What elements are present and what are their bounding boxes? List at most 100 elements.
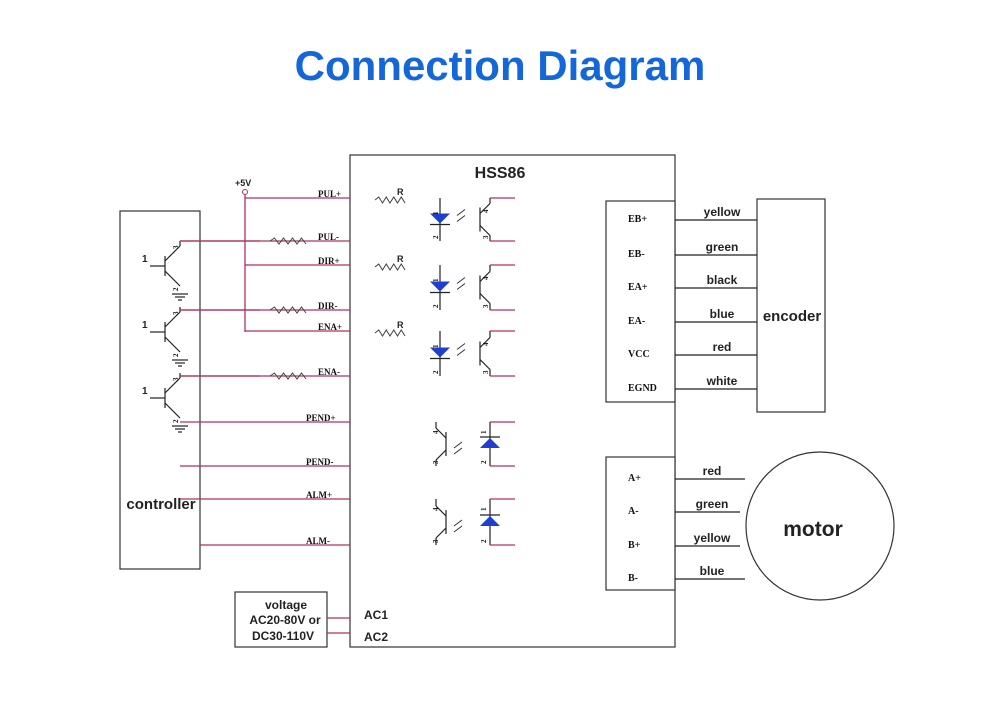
resistor-plus-0 xyxy=(374,196,406,204)
opto-out-pin4-1: 4 xyxy=(432,507,440,511)
pin-label-pulminus: PUL- xyxy=(318,232,339,242)
transistor-collector-2 xyxy=(164,377,181,394)
motor-pin-0: A+ xyxy=(628,473,641,484)
power-line-1: voltage xyxy=(265,598,307,612)
transistor-collector-0 xyxy=(164,245,181,262)
supply-terminal xyxy=(242,189,248,195)
opto-out-pin1-0: 1 xyxy=(480,430,488,434)
resistor-plus-1 xyxy=(374,263,406,271)
opto-in-pin3-2: 3 xyxy=(482,370,490,374)
transistor-input-0: 1 xyxy=(142,254,148,265)
opto-out-pin2-0: 2 xyxy=(480,460,488,464)
encoder-wire-color-2: black xyxy=(707,273,738,287)
transistor-pin-e-1: 2 xyxy=(172,353,180,357)
opto-in-pin2-0: 2 xyxy=(432,235,440,239)
opto-in-photo-e-0 xyxy=(479,225,491,236)
opto-in-pin1-2: 1 xyxy=(432,344,440,348)
transistor-emitter-1 xyxy=(164,336,181,353)
resistor-label-1: R xyxy=(397,254,404,264)
opto-in-led-0 xyxy=(430,213,450,224)
motor-pin-block xyxy=(605,456,676,591)
opto-in-led-2 xyxy=(430,347,450,358)
pin-label-pulplus: PUL+ xyxy=(318,189,341,199)
controller-box xyxy=(119,210,201,570)
motor-wire-color-2: yellow xyxy=(694,531,731,545)
encoder-pin-4: VCC xyxy=(628,349,650,360)
transistor-emitter-0 xyxy=(164,270,181,287)
transistor-emitter-2 xyxy=(164,402,181,419)
transistor-pin-e-2: 2 xyxy=(172,419,180,423)
transistor-pin-c-1: 3 xyxy=(172,311,180,315)
transistor-input-1: 1 xyxy=(142,320,148,331)
encoder-pin-5: EGND xyxy=(628,383,657,394)
opto-out-pin1-1: 1 xyxy=(480,507,488,511)
encoder-pin-3: EA- xyxy=(628,316,645,327)
motor-wire-color-1: green xyxy=(696,497,729,511)
opto-in-photo-e-2 xyxy=(479,359,491,370)
motor-wire-color-3: blue xyxy=(700,564,725,578)
opto-out-pin4-0: 4 xyxy=(432,430,440,434)
motor-pin-2: B+ xyxy=(628,540,641,551)
opto-out-arrows-1 xyxy=(453,519,463,533)
resistor-minus-1 xyxy=(269,306,307,314)
opto-out-arrows-0 xyxy=(453,441,463,455)
encoder-pin-block xyxy=(605,200,676,403)
encoder-pin-2: EA+ xyxy=(628,282,648,293)
encoder-wire-color-1: green xyxy=(706,240,739,254)
resistor-minus-2 xyxy=(269,372,307,380)
opto-out-photo-c-1 xyxy=(435,505,447,517)
power-line-2: AC20-80V or xyxy=(249,613,321,627)
resistor-plus-2 xyxy=(374,329,406,337)
encoder-pin-0: EB+ xyxy=(628,214,647,225)
motor-pin-1: A- xyxy=(628,506,639,517)
transistor-pin-c-2: 3 xyxy=(172,377,180,381)
transistor-pin-e-0: 2 xyxy=(172,287,180,291)
opto-in-photo-c-2 xyxy=(479,337,491,348)
opto-in-arrows-1 xyxy=(456,277,466,290)
opto-out-photo-c-0 xyxy=(435,427,447,439)
pin-label-almminus: ALM- xyxy=(306,536,330,546)
opto-in-pin4-0: 4 xyxy=(482,209,490,213)
opto-out-pin2-1: 2 xyxy=(480,539,488,543)
power-line-3: DC30-110V xyxy=(252,629,314,643)
controller-label: controller xyxy=(126,496,195,513)
terminal-ac2: AC2 xyxy=(364,630,388,644)
opto-out-pin3-1: 3 xyxy=(432,539,440,543)
opto-in-pin4-2: 4 xyxy=(482,342,490,346)
opto-in-pin2-1: 2 xyxy=(432,304,440,308)
opto-in-arrows-0 xyxy=(456,209,466,222)
page-title: Connection Diagram xyxy=(294,42,706,89)
pin-label-enaplus: ENA+ xyxy=(318,322,342,332)
transistor-input-2: 1 xyxy=(142,386,148,397)
resistor-label-0: R xyxy=(397,187,404,197)
opto-out-photo-e-0 xyxy=(435,449,447,461)
motor-circle xyxy=(745,451,895,601)
opto-in-pin1-1: 1 xyxy=(432,278,440,282)
opto-out-pin3-0: 3 xyxy=(432,460,440,464)
pin-label-almplus: ALM+ xyxy=(306,490,332,500)
opto-in-pin3-1: 3 xyxy=(482,304,490,308)
pin-label-enaminus: ENA- xyxy=(318,367,340,377)
transistor-pin-c-0: 3 xyxy=(172,245,180,249)
encoder-label: encoder xyxy=(763,308,822,325)
encoder-wire-color-4: red xyxy=(713,340,732,354)
opto-in-pin2-2: 2 xyxy=(432,370,440,374)
opto-in-arrows-2 xyxy=(456,343,466,356)
resistor-minus-0 xyxy=(269,237,307,245)
encoder-wire-color-3: blue xyxy=(710,307,735,321)
opto-in-pin4-1: 4 xyxy=(482,276,490,280)
encoder-box xyxy=(756,198,826,413)
encoder-wire-color-0: yellow xyxy=(704,205,741,219)
transistor-collector-1 xyxy=(164,311,181,328)
terminal-ac1: AC1 xyxy=(364,608,388,622)
opto-in-pin3-0: 3 xyxy=(482,235,490,239)
opto-out-led-1 xyxy=(480,516,500,526)
opto-in-photo-c-1 xyxy=(479,271,491,282)
supply-label: +5V xyxy=(235,178,251,188)
opto-out-photo-e-1 xyxy=(435,527,447,539)
opto-in-photo-e-1 xyxy=(479,293,491,304)
pin-label-dirminus: DIR- xyxy=(318,301,338,311)
pin-label-pendminus: PEND- xyxy=(306,457,334,467)
encoder-pin-1: EB- xyxy=(628,249,645,260)
